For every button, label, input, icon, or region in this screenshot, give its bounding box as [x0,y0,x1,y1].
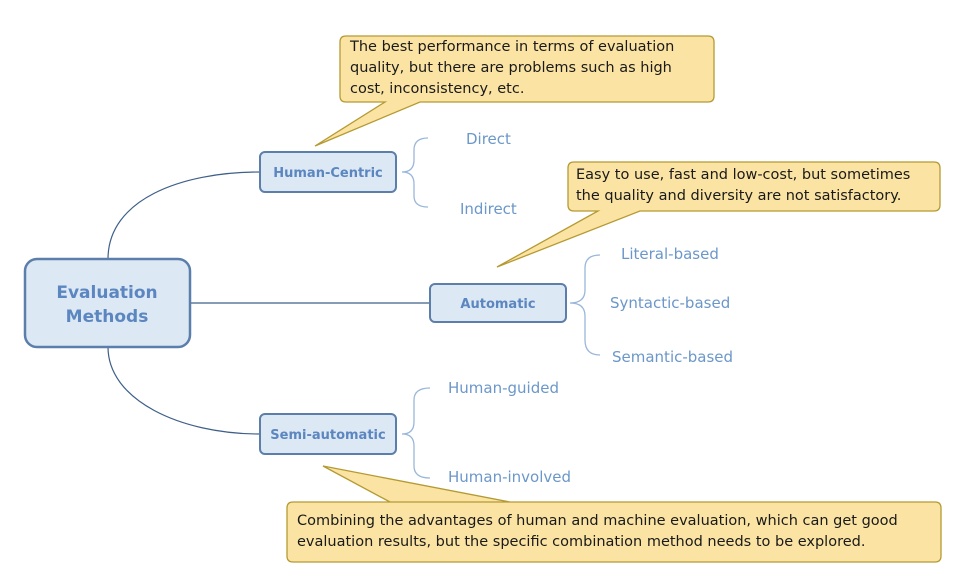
node-automatic [429,283,567,323]
branch-semi-automatic [107,346,261,435]
callout-automatic-text: Easy to use, fast and low-cost, but some… [576,165,910,207]
node-human-centric [259,151,397,193]
callout-human-centric [314,35,715,147]
callout-semi-automatic [286,465,942,563]
node-semi-automatic [259,413,397,455]
node-automatic-label: Automatic [460,297,535,312]
callout-line: Combining the advantages of human and ma… [297,513,898,529]
bracket-automatic [569,254,601,356]
leaf-literal-based: Literal-based [621,245,719,263]
node-semi-automatic-label: Semi-automatic [270,428,385,443]
node-human-centric-label: Human-Centric [273,166,383,181]
root-node [23,257,192,349]
root-label-line2: Methods [66,307,149,327]
root-label-line1: Evaluation [56,283,157,303]
callout-line: evaluation results, but the specific com… [297,534,866,550]
callout-human-centric-text: The best performance in terms of evaluat… [350,37,674,100]
bracket-human-centric [401,137,429,208]
callout-semi-automatic-text: Combining the advantages of human and ma… [297,511,898,553]
leaf-direct: Direct [466,130,511,148]
callout-automatic [496,161,941,268]
leaf-indirect: Indirect [460,200,517,218]
callout-line: quality, but there are problems such as … [350,60,672,76]
callout-line: cost, inconsistency, etc. [350,81,525,97]
leaf-semantic-based: Semantic-based [612,348,733,366]
callout-line: The best performance in terms of evaluat… [350,39,675,55]
bracket-semi-automatic [401,387,431,479]
callout-line: the quality and diversity are not satisf… [576,188,902,204]
leaf-syntactic-based: Syntactic-based [610,294,730,312]
leaf-human-guided: Human-guided [448,379,559,397]
callout-line: Easy to use, fast and low-cost, but some… [576,167,911,183]
leaf-human-involved: Human-involved [448,468,571,486]
branch-human-centric [107,171,261,260]
